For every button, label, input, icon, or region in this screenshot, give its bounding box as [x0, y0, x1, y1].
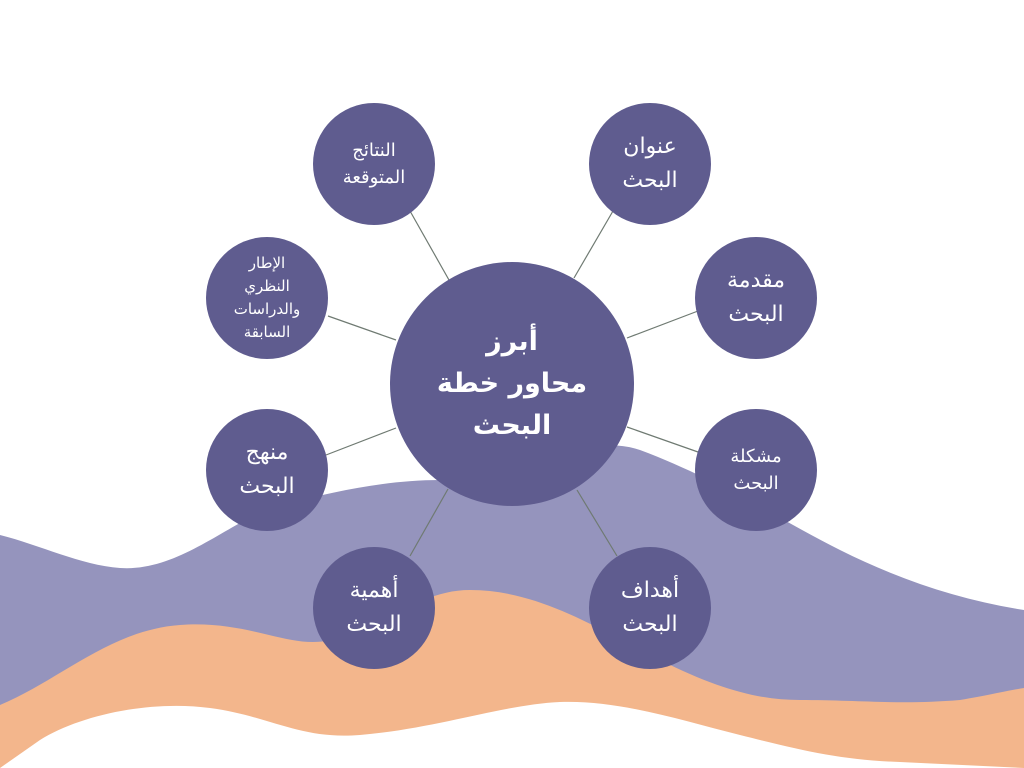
white-wave — [0, 701, 1024, 768]
connector-problem — [626, 426, 699, 453]
node-research-objectives-label: أهداف البحث — [620, 577, 680, 637]
node-theoretical-framework: الإطار النظري والدراسات السابقة — [206, 237, 328, 359]
node-research-title-label: عنوان البحث — [622, 133, 678, 193]
node-expected-results-label: النتائج المتوقعة — [342, 140, 406, 188]
node-research-problem-label: مشكلة البحث — [730, 446, 782, 494]
center-node-label: أبرز محاور خطة البحث — [436, 326, 588, 441]
node-research-methodology: منهج البحث — [206, 409, 328, 531]
connector-objectives — [576, 489, 618, 557]
connector-methodology — [325, 427, 397, 456]
node-research-importance: أهمية البحث — [313, 547, 435, 669]
connector-introduction — [626, 310, 699, 339]
node-research-problem: مشكلة البحث — [695, 409, 817, 531]
connector-framework — [327, 315, 397, 341]
node-research-objectives: أهداف البحث — [589, 547, 711, 669]
connector-results — [409, 210, 450, 281]
node-research-introduction-label: مقدمة البحث — [726, 267, 786, 327]
node-research-title: عنوان البحث — [589, 103, 711, 225]
node-research-introduction: مقدمة البحث — [695, 237, 817, 359]
node-expected-results: النتائج المتوقعة — [313, 103, 435, 225]
connector-importance — [409, 488, 449, 557]
center-node: أبرز محاور خطة البحث — [390, 262, 634, 506]
node-research-methodology-label: منهج البحث — [239, 439, 295, 499]
node-theoretical-framework-label: الإطار النظري والدراسات السابقة — [233, 253, 301, 342]
connector-title — [573, 210, 614, 279]
node-research-importance-label: أهمية البحث — [346, 577, 402, 637]
